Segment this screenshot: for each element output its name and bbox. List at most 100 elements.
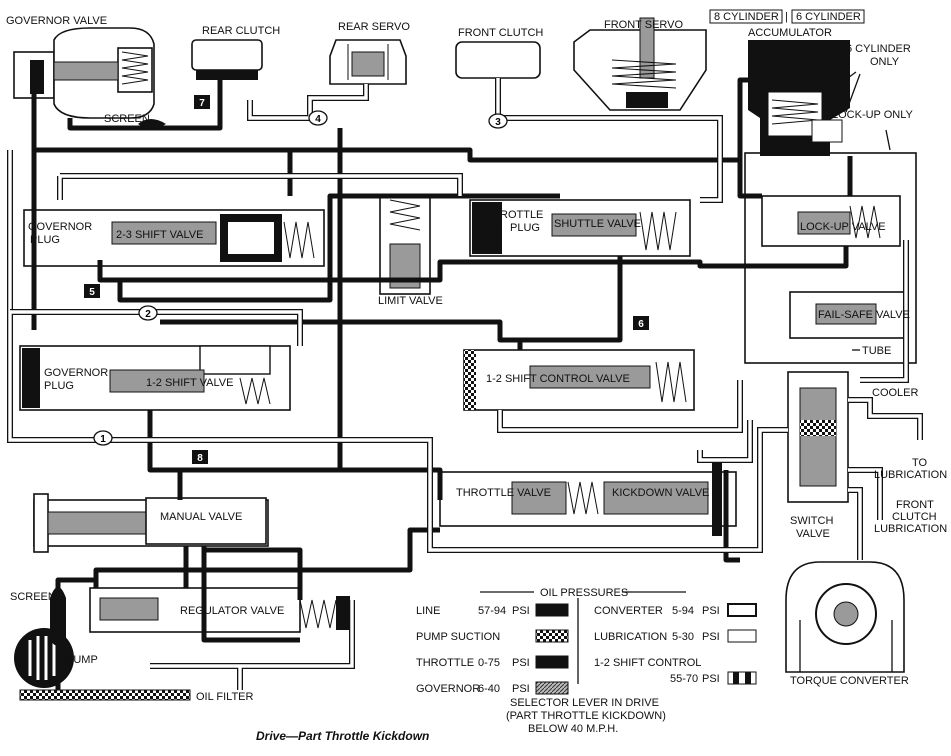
accumulator: [748, 40, 850, 156]
svg-text:8: 8: [197, 453, 203, 464]
circuit-3-marker: 3: [488, 113, 508, 129]
rear-clutch: [191, 39, 263, 80]
governor-valve-label: GOVERNOR VALVE: [6, 15, 107, 27]
circuit-4-marker: 4: [308, 110, 328, 126]
svg-text:5: 5: [89, 287, 95, 298]
limit-valve-label: LIMIT VALVE: [378, 295, 443, 307]
circuit-1-marker: 1: [93, 430, 113, 446]
governor-plug-lower-label: GOVERNOR: [44, 367, 108, 379]
shuttle-valve-body: [469, 199, 691, 257]
svg-text:PSI: PSI: [512, 683, 530, 695]
legend-item-line: LINE 57-94 PSI: [416, 603, 569, 617]
converter-lubrication-passages: [7, 78, 923, 690]
shift-valve-12-label: 1-2 SHIFT VALVE: [146, 377, 233, 389]
svg-text:2: 2: [145, 309, 151, 320]
svg-text:57-94: 57-94: [478, 605, 506, 617]
to-lubrication-label: TO: [912, 457, 928, 469]
front-clutch-lub-label-2: CLUTCH: [892, 511, 937, 523]
governor-valve-assembly: [13, 27, 155, 119]
failsafe-valve-body: [789, 291, 907, 339]
diagram-caption: Drive—Part Throttle Kickdown: [256, 729, 429, 743]
circuit-markers: 1 2 3 4 5 6 7 8: [84, 95, 649, 464]
svg-text:5-94: 5-94: [672, 605, 694, 617]
front-clutch-lub-label-3: LUBRICATION: [874, 523, 947, 535]
accumulator-label: ACCUMULATOR: [748, 27, 832, 39]
pump-label: PUMP: [66, 654, 98, 666]
cooler-label: COOLER: [872, 387, 919, 399]
circuit-6-marker: 6: [633, 316, 649, 330]
svg-text:6: 6: [638, 319, 644, 330]
throttle-valve-label: THROTTLE VALVE: [456, 487, 551, 499]
svg-text:PSI: PSI: [512, 657, 530, 669]
tube-label: TUBE: [862, 345, 891, 357]
svg-text:LUBRICATION: LUBRICATION: [594, 631, 667, 643]
svg-text:PSI: PSI: [702, 673, 720, 685]
front-servo-label: FRONT SERVO: [604, 19, 683, 31]
circuit-7-marker: 7: [194, 95, 210, 109]
svg-text:THROTTLE: THROTTLE: [416, 657, 474, 669]
legend-note-1: SELECTOR LEVER IN DRIVE: [510, 697, 659, 709]
rear-servo-label: REAR SERVO: [338, 21, 410, 33]
governor-plug-upper-label: GOVERNOR: [28, 221, 92, 233]
front-servo: [573, 17, 707, 111]
switch-valve-label-2: VALVE: [796, 528, 830, 540]
governor-plug-lower-label-2: PLUG: [44, 380, 74, 392]
circuit-5-marker: 5: [84, 284, 100, 298]
six-cylinder-only-label-2: ONLY: [870, 56, 900, 68]
svg-text:LINE: LINE: [416, 605, 440, 617]
legend-item-lubrication: LUBRICATION 5-30 PSI: [594, 629, 757, 643]
screen-bottom: [50, 587, 66, 646]
rear-servo: [329, 39, 407, 85]
torque-converter-body: [785, 561, 905, 673]
screen-bottom-label: SCREEN: [10, 591, 56, 603]
lockup-only-label: LOCK-UP ONLY: [832, 109, 914, 121]
lockup-only-pointer: [885, 129, 891, 151]
regulator-valve-body: [89, 587, 350, 633]
circuit-2-marker: 2: [138, 305, 158, 321]
six-cyl-pointer: [825, 71, 861, 113]
shift-control-valve-12-label: 1-2 SHIFT CONTROL VALVE: [486, 373, 630, 385]
cylinder-divider: |: [785, 11, 788, 23]
svg-text:6-40: 6-40: [478, 683, 500, 695]
svg-text:PUMP SUCTION: PUMP SUCTION: [416, 631, 500, 643]
legend-item-governor: GOVERNOR 6-40 PSI: [416, 681, 569, 695]
legend-item-shift-control: 1-2 SHIFT CONTROL 55-70 PSI: [594, 657, 757, 685]
kickdown-valve-label: KICKDOWN VALVE: [612, 487, 709, 499]
rear-clutch-label: REAR CLUTCH: [202, 25, 280, 37]
front-clutch-label: FRONT CLUTCH: [458, 27, 543, 39]
manual-valve-label: MANUAL VALVE: [160, 511, 242, 523]
svg-text:4: 4: [315, 114, 321, 125]
front-clutch: [455, 41, 541, 79]
lockup-only-box: [744, 152, 917, 364]
switch-valve-label: SWITCH: [790, 515, 833, 527]
legend-item-converter: CONVERTER 5-94 PSI: [594, 603, 757, 617]
switch-valve-body: [787, 371, 849, 503]
to-lubrication-label-2: LUBRICATION: [874, 469, 947, 481]
circuit-8-marker: 8: [192, 450, 208, 464]
lockup-valve-body: [761, 195, 901, 247]
svg-text:PSI: PSI: [702, 631, 720, 643]
svg-text:1-2 SHIFT CONTROL: 1-2 SHIFT CONTROL: [594, 657, 701, 669]
throttle-plug-label: ROTTLE: [500, 209, 543, 221]
legend-title: OIL PRESSURES: [540, 587, 628, 599]
lockup-valve-label: LOCK-UP VALVE: [800, 221, 886, 233]
svg-text:GOVERNOR: GOVERNOR: [416, 683, 480, 695]
svg-text:55-70: 55-70: [670, 673, 698, 685]
oil-filter-label: OIL FILTER: [196, 691, 254, 703]
legend-item-throttle: THROTTLE 0-75 PSI: [416, 655, 569, 669]
cylinder-8-label: 8 CYLINDER: [714, 11, 779, 23]
failsafe-valve-label: FAIL-SAFE VALVE: [818, 309, 910, 321]
torque-converter-label: TORQUE CONVERTER: [790, 675, 909, 687]
svg-text:5-30: 5-30: [672, 631, 694, 643]
legend-item-pump-suction: PUMP SUCTION: [416, 629, 569, 643]
legend: OIL PRESSURES LINE 57-94 PSI PUMP SUCTIO…: [416, 587, 757, 735]
regulator-valve-label: REGULATOR VALVE: [180, 605, 284, 617]
governor-plug-upper-label-2: PLUG: [30, 234, 60, 246]
legend-note-2: (PART THROTTLE KICKDOWN): [506, 710, 666, 722]
shuttle-valve-label: SHUTTLE VALVE: [554, 218, 641, 230]
oil-filter-body: [19, 689, 191, 701]
svg-text:PSI: PSI: [702, 605, 720, 617]
throttle-plug-label-2: PLUG: [510, 222, 540, 234]
screen-top-label: SCREEN: [104, 113, 150, 125]
